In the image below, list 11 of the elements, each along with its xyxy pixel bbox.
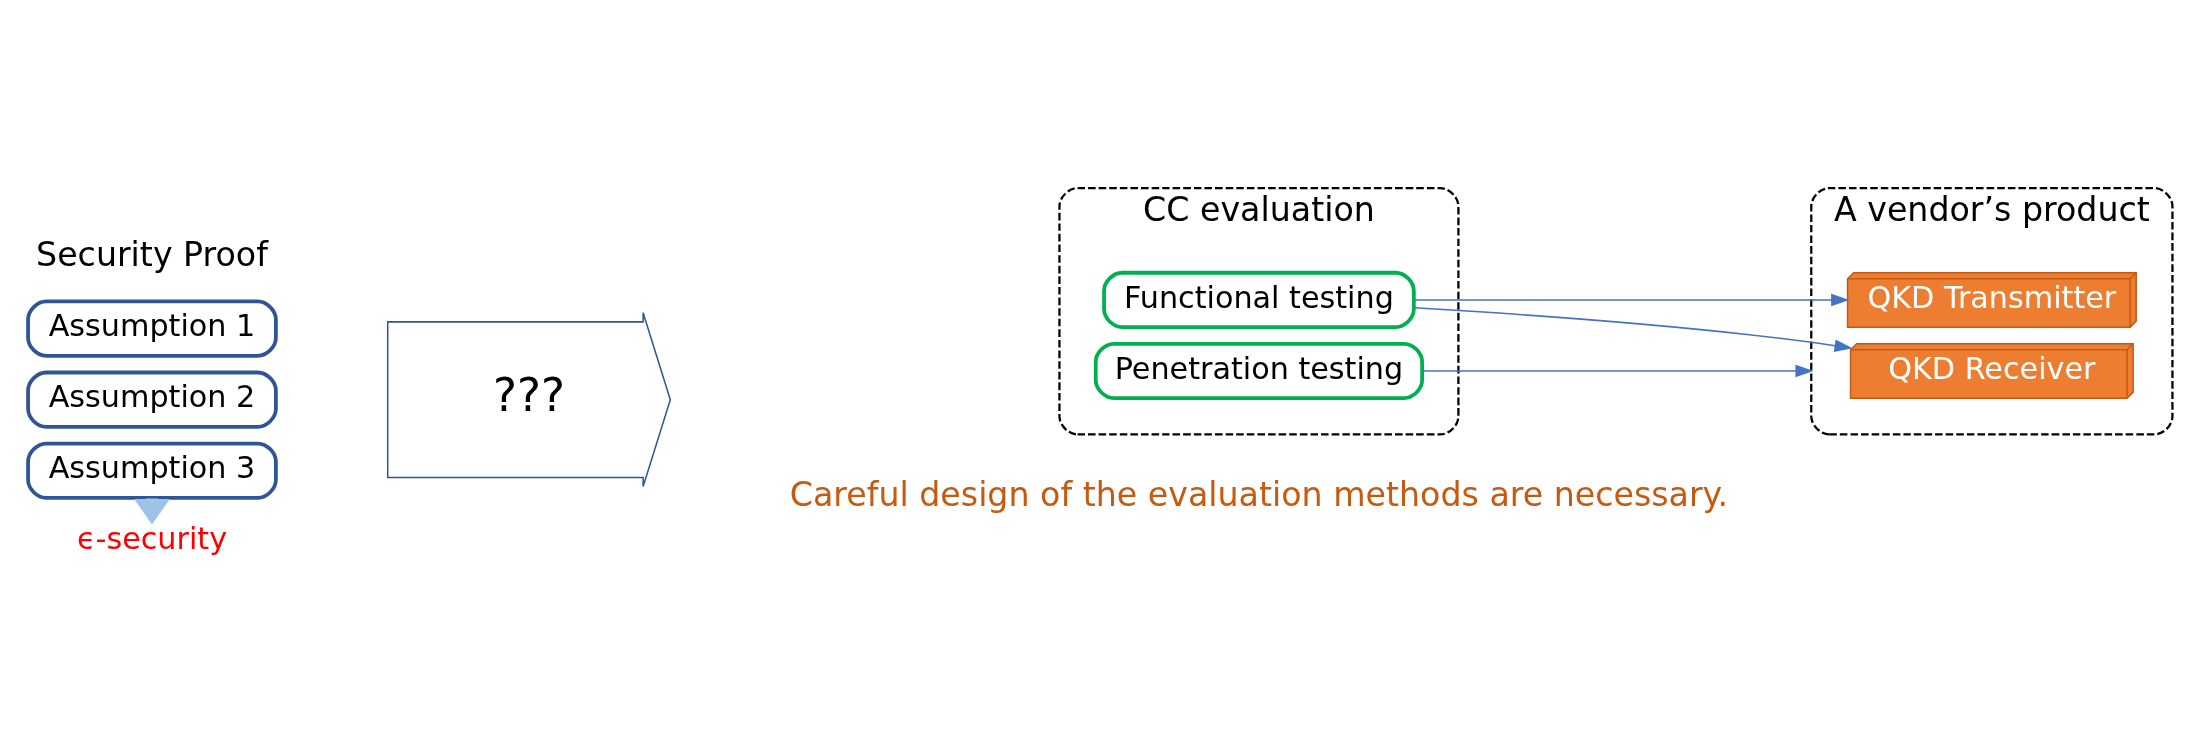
arrow	[1421, 364, 1814, 377]
node-box: Penetration testing	[1093, 341, 1425, 400]
node-box: Assumption 2	[26, 370, 278, 429]
arrow	[1413, 306, 1853, 352]
node-box: Assumption 1	[26, 299, 278, 358]
node-text: ϵ-security	[76, 520, 228, 556]
node-box: Assumption 3	[26, 441, 278, 500]
arrow	[1413, 293, 1850, 306]
label: Careful design of the evaluation methods are necessary.	[789, 474, 1729, 514]
label: Security Proof	[36, 234, 268, 274]
node-box: Functional testing	[1102, 270, 1416, 329]
